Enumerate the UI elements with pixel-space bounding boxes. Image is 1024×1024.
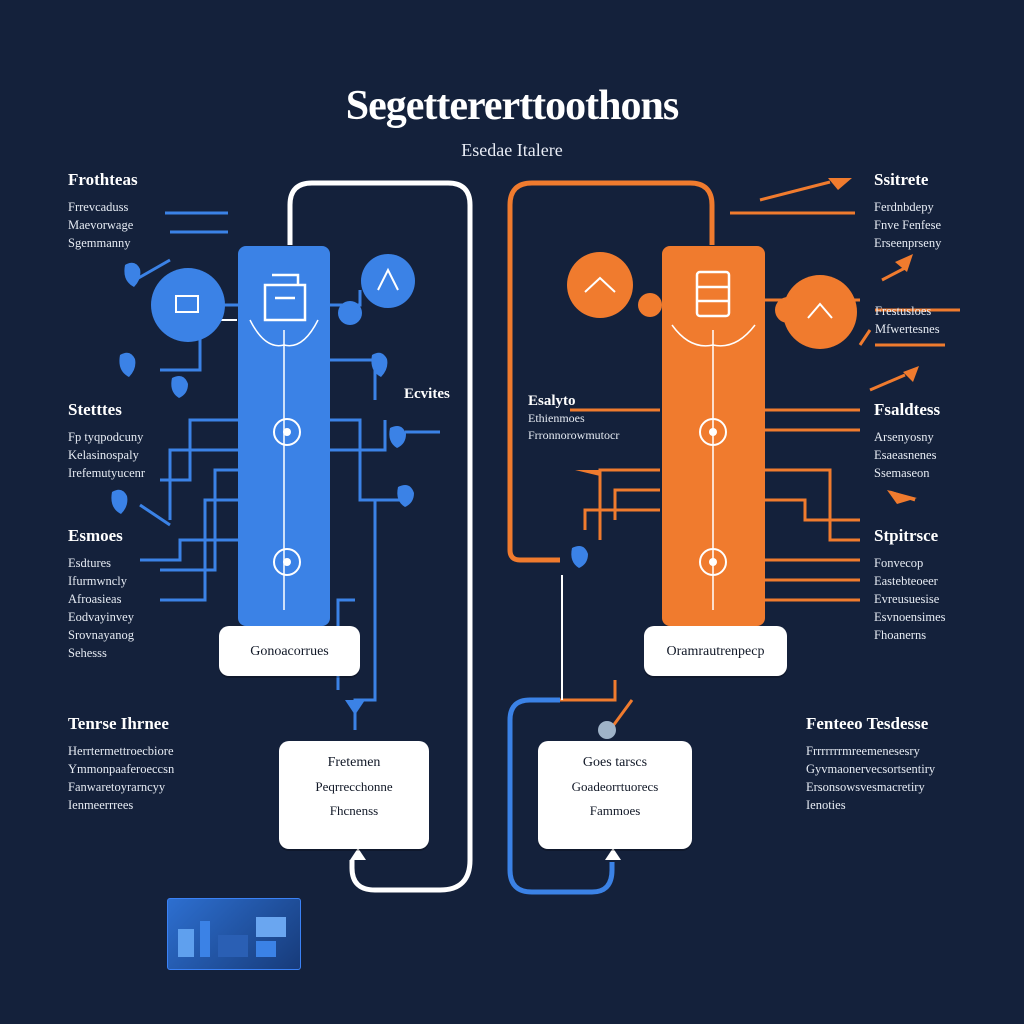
blue-node-1 [273, 418, 301, 446]
left-block-3: Esmoes Esdtures Ifurmwncly Afroasieas Eo… [68, 526, 134, 662]
left-column-card[interactable]: Gonoacorrues [219, 626, 360, 676]
left-white-loop [287, 180, 473, 893]
left-mid-label: Ecvites [404, 386, 450, 403]
card-line: Peqrrecchonne [315, 779, 393, 794]
block-line: Gyvmaonervecsortsentiry [806, 762, 936, 776]
block-line: Ferdnbdepy [874, 200, 934, 214]
block-heading: Esmoes [68, 526, 123, 545]
block-line: Fnve Fenfese [874, 218, 941, 232]
block-line: Ienmeerrrees [68, 798, 134, 812]
server-stack-icon [695, 270, 731, 318]
left-bottom-card[interactable]: Fretemen Peqrrecchonne Fhcnenss [279, 741, 429, 849]
card-label: Oramrautrenpecp [666, 644, 765, 659]
block-line: Fp tyqpodcuny [68, 430, 144, 444]
block-line: Esdtures [68, 556, 112, 570]
block-line: Maevorwage [68, 218, 134, 232]
block-line: Ifurmwncly [68, 574, 128, 588]
mid-heading: Esalyto [528, 393, 576, 409]
block-line: Esvnoensimes [874, 610, 946, 624]
block-line: Srovnayanog [68, 628, 134, 642]
right-block-1: Ssitrete Ferdnbdepy Fnve Fenfese Erseenp… [874, 170, 941, 252]
card-line: Fhcnenss [329, 803, 379, 818]
left-block-1: Frothteas Frrevcaduss Maevorwage Sgemman… [68, 170, 138, 252]
block-line: Afroasieas [68, 592, 122, 606]
block-line: Frrrrrrrmreemenesesry [806, 744, 920, 758]
diagram-title: Segettererttoothons [345, 83, 679, 129]
orange-gear-icon [567, 252, 633, 318]
block-line: Ienoties [806, 798, 846, 812]
mid-line: Frronnorowmutocr [528, 428, 620, 442]
right-column-card[interactable]: Oramrautrenpecp [644, 626, 787, 676]
block-line: Ersonsowsvesmacretiry [806, 780, 925, 794]
right-blue-loop [507, 697, 615, 895]
card-line: Fammoes [589, 803, 641, 818]
left-block-4: Tenrse Ihrnee Herrtermettroecbiore Ymmon… [68, 714, 174, 814]
dashboard-thumbnail-icon [167, 898, 301, 970]
block-line: Frrevcaduss [68, 200, 129, 214]
drop-pin-icon [111, 262, 588, 715]
orange-arrow-icons [575, 178, 919, 504]
card-line: Goadeorrtuorecs [571, 779, 659, 794]
block-heading: Frothteas [68, 170, 138, 189]
orange-plug-icon [783, 275, 857, 349]
block-line: Mfwertesnes [875, 322, 940, 336]
right-block-2: Frestusloes Mfwertesnes [875, 302, 940, 338]
orange-node-2 [699, 548, 727, 576]
card-label: Gonoacorrues [250, 644, 329, 659]
block-line: Esaeasnenes [874, 448, 937, 462]
right-block-4: Stpitrsce Fonvecop Eastebteoeer Evreusue… [874, 526, 946, 644]
orange-node-1 [699, 418, 727, 446]
robot-head-icon [263, 273, 307, 322]
network-icon [151, 268, 225, 342]
right-block-5: Fenteeo Tesdesse Frrrrrrrmreemenesesry G… [806, 714, 935, 814]
block-heading: Stetttes [68, 400, 122, 419]
right-block-3: Fsaldtess Arsenyosny Esaeasnenes Ssemase… [874, 400, 940, 482]
card-line: Goes tarscs [582, 755, 648, 770]
block-heading: Ssitrete [874, 170, 929, 189]
gear-icon [361, 254, 415, 308]
block-line: Sgemmanny [68, 236, 131, 250]
block-line: Eastebteoeer [874, 574, 938, 588]
block-line: Arsenyosny [874, 430, 934, 444]
right-orange-loop [507, 180, 715, 563]
mid-heading: Ecvites [404, 386, 450, 402]
block-line: Sehesss [68, 646, 107, 660]
left-block-2: Stetttes Fp tyqpodcuny Kelasinospaly Ire… [68, 400, 145, 482]
blue-node-2 [273, 548, 301, 576]
block-heading: Fsaldtess [874, 400, 941, 419]
block-line: Frestusloes [875, 304, 932, 318]
block-line: Fonvecop [874, 556, 924, 570]
block-line: Fanwaretoyrarncyy [68, 780, 166, 794]
block-heading: Tenrse Ihrnee [68, 714, 169, 733]
right-bottom-card[interactable]: Goes tarscs Goadeorrtuorecs Fammoes [538, 741, 692, 849]
card-line: Fretemen [327, 755, 381, 770]
block-line: Ssemaseon [874, 466, 930, 480]
block-heading: Stpitrsce [874, 526, 939, 545]
diagram-subtitle: Esedae Italere [461, 140, 563, 160]
block-line: Herrtermettroecbiore [68, 744, 174, 758]
block-line: Evreusuesise [874, 592, 940, 606]
mid-line: Ethienmoes [528, 411, 585, 425]
block-line: Eodvayinvey [68, 610, 134, 624]
right-mid-label: Esalyto Ethienmoes Frronnorowmutocr [528, 393, 619, 444]
block-line: Fhoanerns [874, 628, 927, 642]
block-line: Irefemutyucenr [68, 466, 146, 480]
block-line: Kelasinospaly [68, 448, 139, 462]
block-heading: Fenteeo Tesdesse [806, 714, 929, 733]
block-line: Ymmonpaaferoeccsn [68, 762, 175, 776]
block-line: Erseenprseny [874, 236, 942, 250]
